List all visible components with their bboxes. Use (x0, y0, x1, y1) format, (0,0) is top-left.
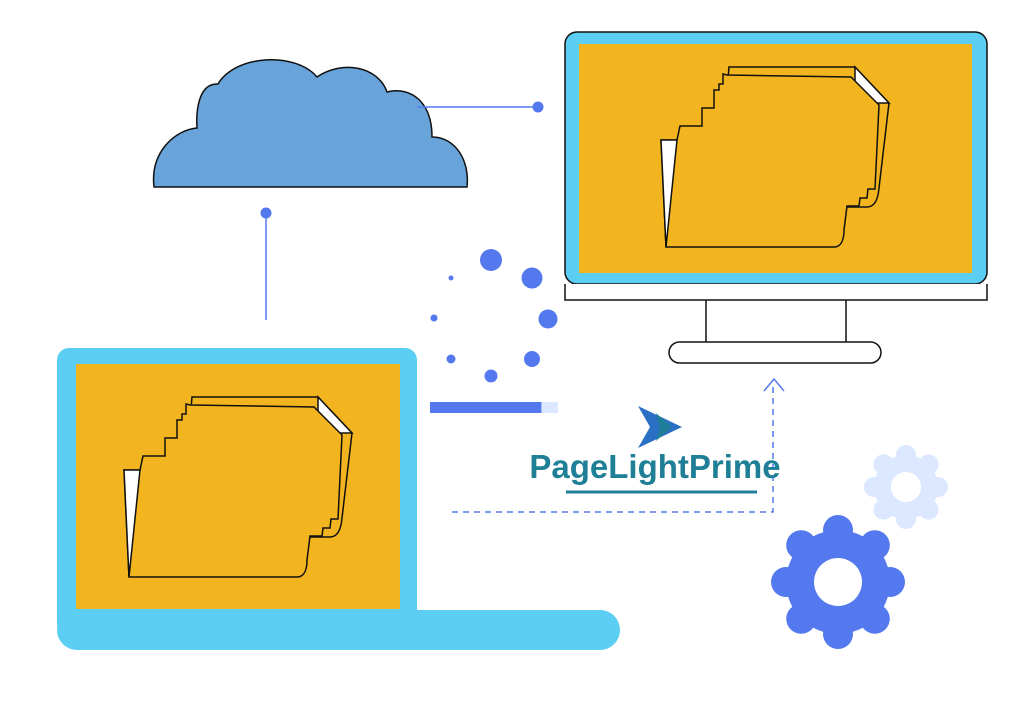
spinner-dot (430, 314, 438, 322)
loading-spinner-icon (430, 249, 558, 383)
spinner-dot (448, 275, 454, 281)
gear-icon (771, 515, 905, 649)
spinner-dot (446, 354, 456, 364)
dashed-transfer-path (452, 386, 774, 513)
folder-documents-icon (660, 65, 891, 248)
connector-dot (532, 101, 544, 113)
connector-dot (260, 207, 272, 219)
double-chevron-icon-inner (656, 413, 672, 441)
progress-fill (430, 402, 542, 413)
arrow-up-icon (763, 377, 785, 392)
progress-bar (430, 402, 558, 413)
cloud-icon (152, 59, 469, 188)
spinner-dot (524, 351, 540, 367)
spinner-dot (480, 249, 502, 271)
brand-name: PageLightPrime (529, 448, 780, 485)
folder-documents-icon (123, 395, 354, 578)
spinner-dot (484, 369, 498, 383)
spinner-dot (538, 309, 558, 329)
brand-logo: PageLightPrime (529, 406, 781, 494)
spinner-dot (521, 267, 543, 289)
gear-icon (864, 445, 948, 529)
